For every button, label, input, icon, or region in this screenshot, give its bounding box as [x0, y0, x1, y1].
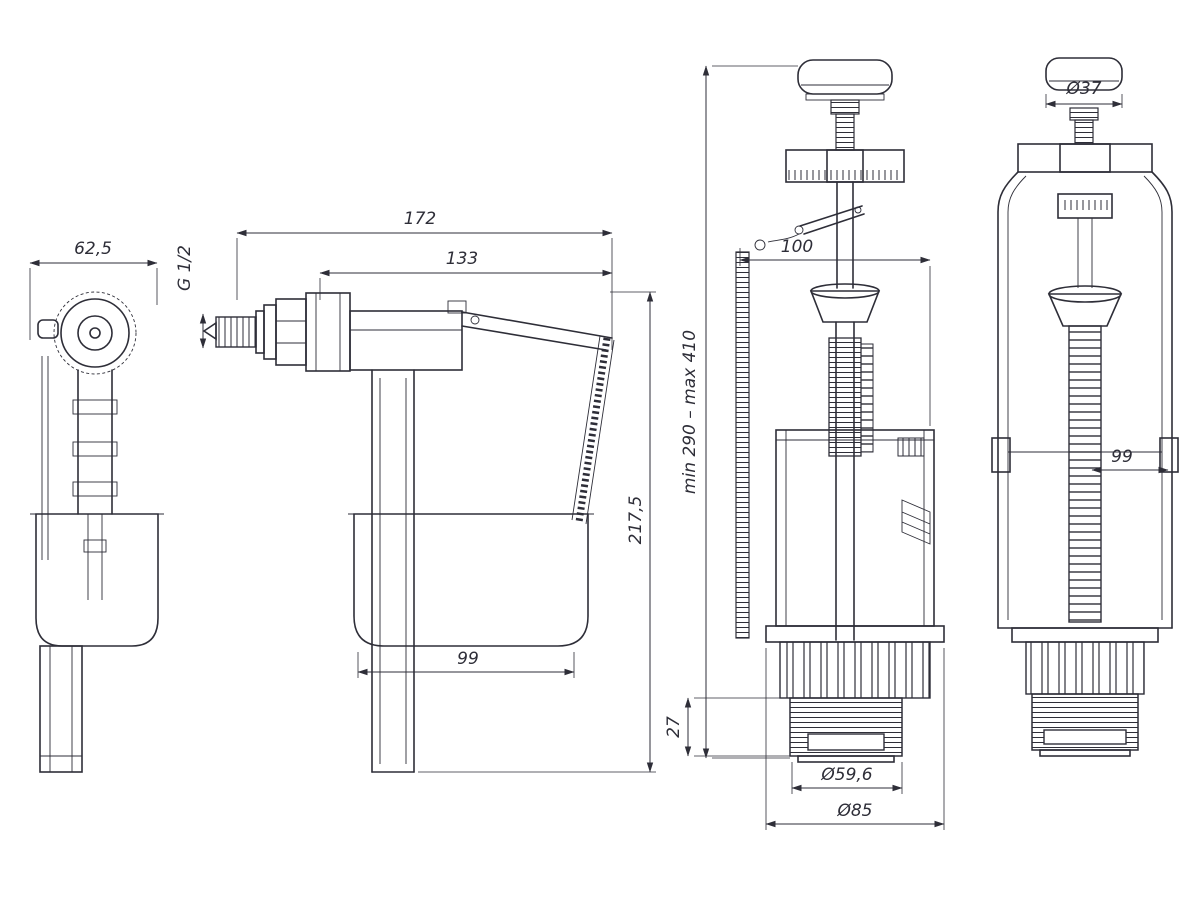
dim-62-5: 62,5	[29, 239, 158, 340]
dim-label-100: 100	[781, 237, 813, 257]
dim-100: 100	[739, 237, 931, 426]
dim-g12: G 1/2	[175, 245, 207, 349]
dim-99-inner: 99	[1091, 447, 1169, 474]
dim-label-99-inner: 99	[1111, 447, 1133, 467]
dim-133: 133	[319, 249, 613, 300]
dim-label-59-6: Ø59,6	[820, 765, 872, 785]
dim-label-99-cup: 99	[457, 649, 479, 669]
dim-label-133: 133	[446, 249, 478, 269]
dim-59-6: Ø59,6	[791, 762, 903, 794]
dim-37: Ø37	[1045, 79, 1123, 108]
dim-label-27: 27	[664, 716, 684, 738]
dim-27: 27	[664, 697, 796, 757]
dim-label-height-range: min 290 – max 410	[680, 330, 700, 494]
dim-height-range: min 290 – max 410	[680, 65, 798, 759]
view-flush-valve-side: Ø37 99	[991, 57, 1179, 757]
dim-label-85: Ø85	[836, 801, 872, 821]
dim-label-37: Ø37	[1065, 79, 1101, 99]
view-fill-valve-side: 172 133 G 1/2	[175, 209, 656, 773]
dim-217-5: 217,5	[418, 291, 656, 773]
dim-label-217-5: 217,5	[626, 496, 646, 545]
view-flush-valve-front: min 290 – max 410	[664, 59, 945, 830]
dim-99-cup: 99	[357, 649, 575, 678]
dim-label-172: 172	[404, 209, 436, 229]
view-fill-valve-front: 62,5	[29, 239, 164, 773]
dim-85: Ø85	[765, 648, 945, 830]
dim-label-62-5: 62,5	[74, 239, 112, 259]
dim-172: 172	[236, 209, 613, 350]
dim-label-g12: G 1/2	[175, 245, 195, 291]
